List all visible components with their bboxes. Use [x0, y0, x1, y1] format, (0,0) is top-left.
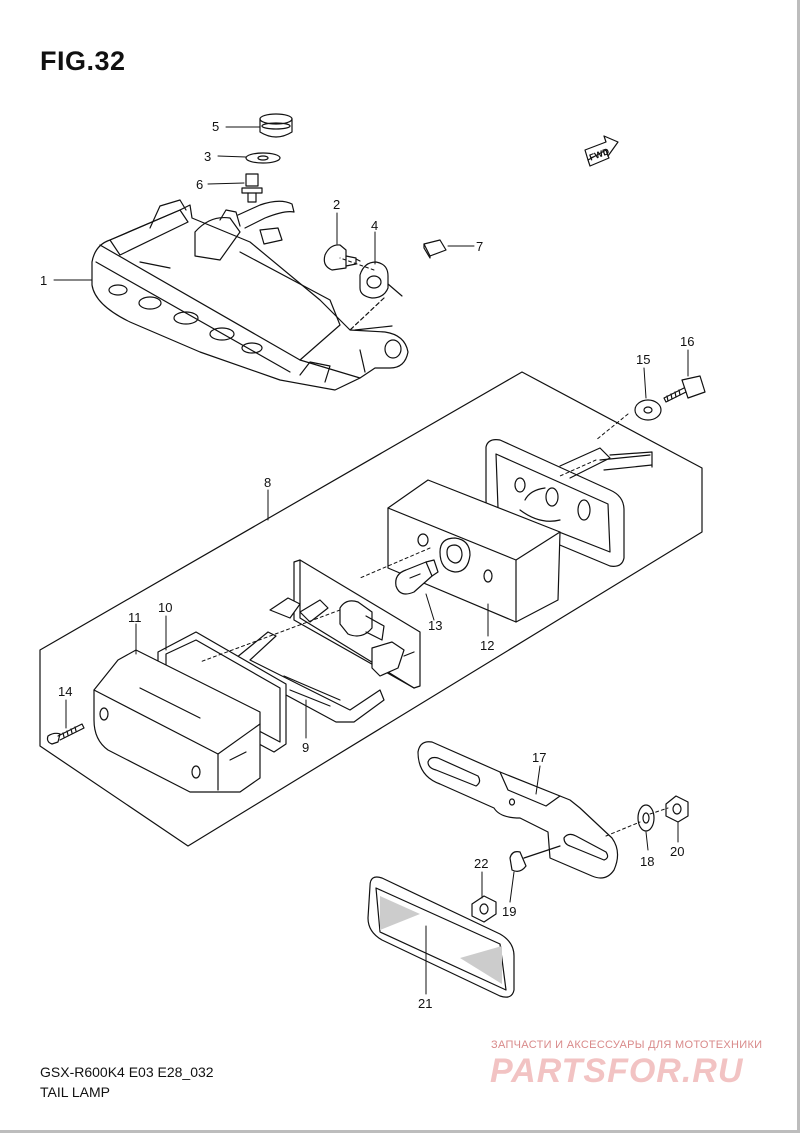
- part-13-bulb: [395, 559, 439, 595]
- part-21-reflex-reflector: [367, 876, 515, 998]
- callout-numbers: 1 2 3 4 5 6 7 8 9 10 11 12 13 14 15 16 1…: [40, 119, 694, 1011]
- callout-1: 1: [40, 273, 47, 288]
- callout-7: 7: [476, 239, 483, 254]
- part-5-grommet: [259, 113, 293, 138]
- part-3-washer: [245, 152, 281, 164]
- part-7-pad: [423, 239, 447, 259]
- watermark-tagline: ЗАПЧАСТИ И АКСЕССУАРЫ ДЛЯ МОТОТЕХНИКИ: [491, 1039, 763, 1051]
- part-20-nut: [665, 795, 689, 823]
- callout-21: 21: [418, 996, 432, 1011]
- fwd-arrow-icon: FWD: [584, 135, 619, 167]
- part-18-washer: [637, 804, 655, 832]
- figure-title: FIG.32: [40, 46, 126, 76]
- callout-17: 17: [532, 750, 546, 765]
- callout-11: 11: [128, 610, 142, 625]
- callout-20: 20: [670, 844, 684, 859]
- part-19-bolt: [509, 845, 561, 872]
- callout-18: 18: [640, 854, 654, 869]
- watermark-logo: PARTSFOR.RU: [490, 1052, 744, 1090]
- callout-5: 5: [212, 119, 219, 134]
- callout-13: 13: [428, 618, 442, 633]
- part-14-screw: [46, 723, 85, 745]
- part-16-screw: [663, 375, 706, 403]
- callout-12: 12: [480, 638, 494, 653]
- callout-3: 3: [204, 149, 211, 164]
- callout-19: 19: [502, 904, 516, 919]
- part-15-washer: [634, 399, 662, 421]
- callout-8: 8: [264, 475, 271, 490]
- callout-22: 22: [474, 856, 488, 871]
- part-22-nut: [471, 895, 497, 923]
- part-4-grommet: [349, 261, 403, 331]
- part-6-bolt: [241, 173, 263, 203]
- callout-15: 15: [636, 352, 650, 367]
- part-8-assembly-outline: [39, 371, 703, 847]
- part-socket-board: [269, 559, 421, 689]
- callout-16: 16: [680, 334, 694, 349]
- callout-4: 4: [371, 218, 378, 233]
- callout-6: 6: [196, 177, 203, 192]
- leader-lines: [53, 126, 689, 995]
- part-17-bracket: [417, 741, 619, 879]
- part-12-lamp-body: [387, 479, 561, 623]
- part-1-tail-lamp-housing: [91, 199, 409, 391]
- callout-14: 14: [58, 684, 72, 699]
- diagram-code: GSX-R600K4 E03 E28_032: [40, 1064, 214, 1080]
- callout-2: 2: [333, 197, 340, 212]
- diagram-name: TAIL LAMP: [40, 1084, 111, 1100]
- callout-9: 9: [302, 740, 309, 755]
- callout-10: 10: [158, 600, 172, 615]
- part-2-stud: [323, 244, 361, 271]
- part-11-lens: [93, 649, 261, 793]
